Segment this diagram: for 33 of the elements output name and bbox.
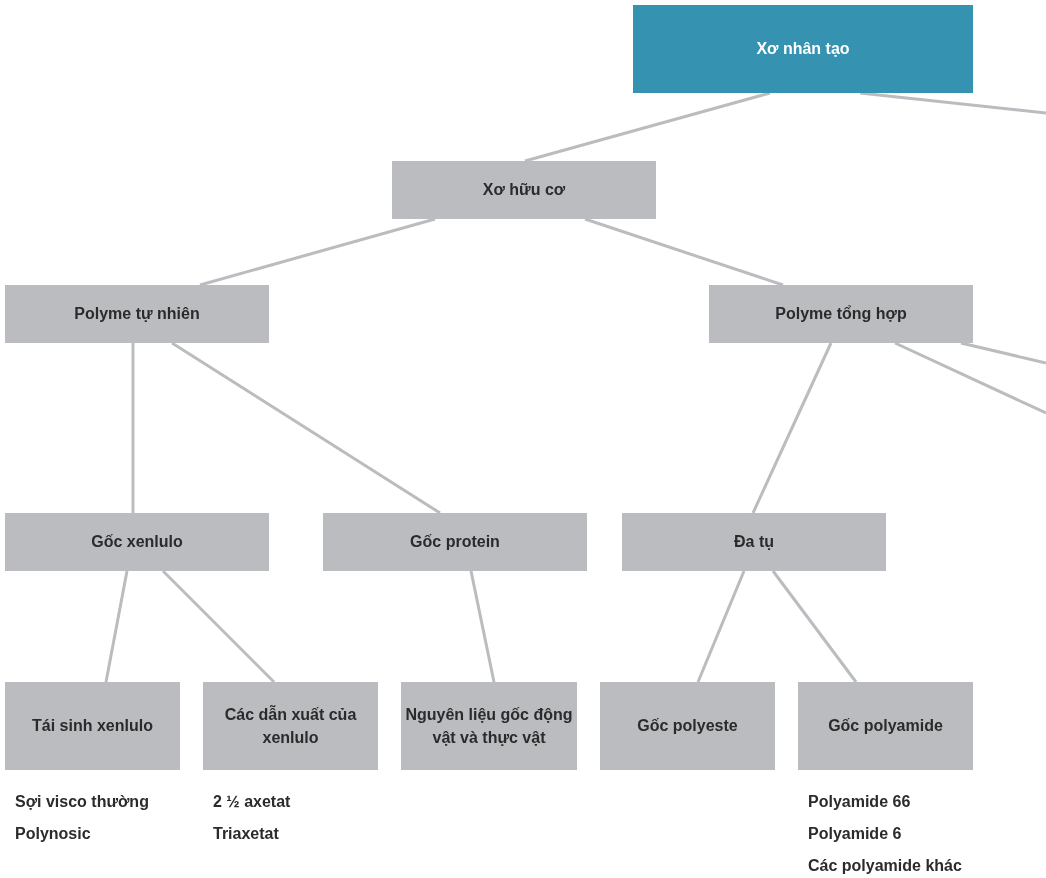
list-item-text: Polyamide 66 — [808, 792, 911, 812]
category-box: Gốc xenlulo — [5, 513, 269, 571]
category-box: Tái sinh xenlulo — [5, 682, 180, 770]
connector-line — [171, 341, 441, 515]
connector-line — [960, 341, 1046, 365]
category-box: Polyme tự nhiên — [5, 285, 269, 343]
connector-line — [859, 91, 1046, 115]
connector-line — [751, 342, 833, 514]
category-box: Xơ nhân tạo — [633, 5, 973, 93]
list-item-text: Polyamide 6 — [808, 824, 902, 844]
connector-line — [696, 570, 746, 683]
category-box: Xơ hữu cơ — [392, 161, 656, 219]
category-box: Các dẫn xuất của xenlulo — [203, 682, 378, 770]
connector-line — [584, 217, 784, 287]
list-item-text: Các polyamide khác — [808, 856, 962, 876]
list-item-text: Triaxetat — [213, 824, 279, 844]
category-box: Đa tụ — [622, 513, 886, 571]
category-box: Gốc polyeste — [600, 682, 775, 770]
connector-line — [131, 343, 135, 513]
category-box: Gốc polyamide — [798, 682, 973, 770]
connector-line — [771, 570, 858, 683]
connector-line — [469, 570, 496, 683]
category-box: Polyme tổng hợp — [709, 285, 973, 343]
list-item-text: Polynosic — [15, 824, 91, 844]
list-item-text: 2 ½ axetat — [213, 792, 291, 812]
connector-line — [161, 569, 276, 684]
connector-line — [104, 570, 129, 683]
category-box: Gốc protein — [323, 513, 587, 571]
connector-line — [524, 91, 771, 163]
connector-line — [894, 341, 1046, 415]
connector-line — [199, 217, 436, 287]
category-box: Nguyên liệu gốc động vật và thực vật — [401, 682, 577, 770]
list-item-text: Sợi visco thường — [15, 792, 149, 812]
